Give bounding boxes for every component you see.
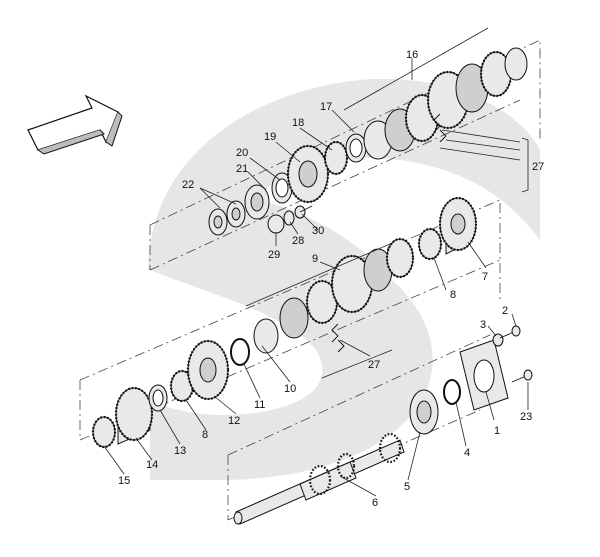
callout-8-lower: 8 [202, 429, 208, 441]
callout-7: 7 [482, 271, 488, 283]
ring-17 [345, 133, 367, 163]
washer-28 [283, 210, 295, 226]
lower-shaft-assembly [91, 196, 478, 449]
spring-27-upper [433, 113, 447, 143]
callout-9: 9 [312, 253, 318, 265]
callout-2: 2 [502, 305, 508, 317]
callout-21: 21 [236, 163, 248, 175]
callout-27-lower: 27 [368, 359, 380, 371]
cover-plate-1 [459, 339, 509, 411]
callout-14: 14 [146, 459, 158, 471]
callout-1: 1 [494, 425, 500, 437]
bearing-5 [409, 389, 439, 435]
upper-shaft-assembly [208, 47, 528, 236]
bearing-22 [208, 200, 246, 236]
group-bracket-9 [245, 243, 391, 307]
bolt-2 [499, 325, 521, 339]
callout-3: 3 [480, 319, 486, 331]
mainshaft-6 [233, 432, 405, 525]
callout-28: 28 [292, 235, 304, 247]
callout-23: 23 [520, 411, 532, 423]
upper-shaft-frame [149, 39, 541, 271]
spacer-20 [271, 172, 293, 204]
callout-12: 12 [228, 415, 240, 427]
callout-6: 6 [372, 497, 378, 509]
gear-14 [114, 386, 154, 445]
callout-29: 29 [268, 249, 280, 261]
callout-10: 10 [284, 383, 296, 395]
needle-bearing-8-upper [417, 227, 443, 261]
callout-19: 19 [264, 131, 276, 143]
bearing-21 [244, 184, 270, 220]
callout-16: 16 [406, 49, 418, 61]
nut-29 [267, 214, 285, 234]
callout-27-upper: 27 [532, 161, 544, 173]
ring-13 [148, 384, 168, 412]
callout-11: 11 [254, 399, 265, 411]
callout-4: 4 [464, 447, 470, 459]
group-bracket-27-upper [521, 137, 529, 193]
callout-22: 22 [182, 179, 194, 191]
callout-labels: 16 17 18 19 20 21 22 27 30 28 29 9 7 8 2… [118, 49, 544, 509]
group-bracket-16 [343, 27, 489, 111]
callout-5: 5 [404, 481, 410, 493]
lower-shaft-frame [79, 199, 501, 441]
leader-lines [103, 58, 529, 497]
gear-12 [186, 339, 230, 401]
arrow-icon [27, 94, 123, 155]
bolt-23 [511, 369, 533, 383]
callout-20: 20 [236, 147, 248, 159]
bolt-30 [294, 205, 313, 219]
snap-ring-4 [443, 379, 461, 405]
needle-bearing-18 [323, 140, 349, 176]
callout-8-upper: 8 [450, 289, 456, 301]
callout-18: 18 [292, 117, 304, 129]
snap-ring-11 [230, 338, 250, 366]
callout-17: 17 [320, 101, 332, 113]
washer-3 [492, 333, 504, 347]
callout-13: 13 [174, 445, 186, 457]
callout-30: 30 [312, 225, 324, 237]
callout-15: 15 [118, 475, 130, 487]
needle-bearing-15 [91, 415, 117, 449]
gear-7 [438, 196, 478, 255]
synchro-assembly-9 [253, 237, 415, 354]
spring-27-lower [331, 323, 345, 353]
group-bracket-27-lower [321, 349, 393, 379]
synchro-assembly-16 [363, 47, 528, 160]
gear-19 [286, 144, 330, 204]
